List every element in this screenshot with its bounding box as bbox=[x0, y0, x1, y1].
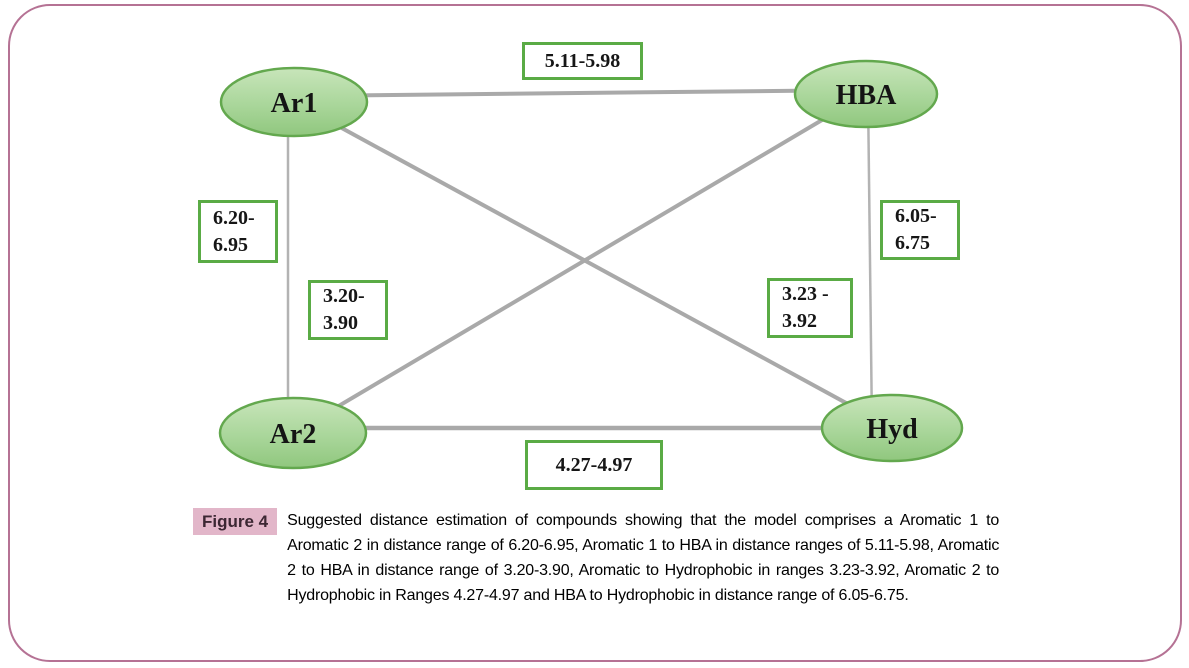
node-ellipse-hyd bbox=[820, 393, 964, 463]
edge-ar1-hba-line bbox=[293, 88, 867, 98]
edge-ar1-hyd-line bbox=[293, 100, 893, 430]
caption-text: Suggested distance estimation of compoun… bbox=[287, 512, 1000, 604]
distance-box-ar1-hyd: 3.23 - 3.92 bbox=[767, 278, 853, 338]
node-label-hyd: Hyd bbox=[866, 414, 918, 445]
node-label-ar2: Ar2 bbox=[270, 419, 317, 450]
distance-box-ar1-hba: 5.11-5.98 bbox=[522, 42, 643, 80]
distance-box-ar1-ar2: 6.20- 6.95 bbox=[198, 200, 278, 263]
node-label-ar1: Ar1 bbox=[271, 88, 318, 119]
figure-caption: Figure 4 Suggested distance estimation o… bbox=[193, 508, 1003, 608]
pharmacophore-diagram-canvas: Ar1 HBA Ar2 Hyd bbox=[218, 59, 964, 470]
distance-box-hba-hyd: 6.05- 6.75 bbox=[880, 200, 960, 260]
distance-box-ar2-hyd: 4.27-4.97 bbox=[525, 440, 663, 490]
node-ellipse-ar2 bbox=[218, 396, 368, 470]
edge-hba-hyd-line bbox=[866, 93, 874, 429]
node-label-hba: HBA bbox=[836, 80, 897, 111]
edge-hba-ar2-line bbox=[291, 92, 868, 435]
distance-box-ar2-hba: 3.20- 3.90 bbox=[308, 280, 388, 340]
figure-border-frame bbox=[8, 4, 1182, 662]
figure-label-badge: Figure 4 bbox=[193, 508, 278, 535]
node-ellipse-hba bbox=[793, 59, 939, 129]
node-ellipse-ar1 bbox=[219, 66, 369, 138]
